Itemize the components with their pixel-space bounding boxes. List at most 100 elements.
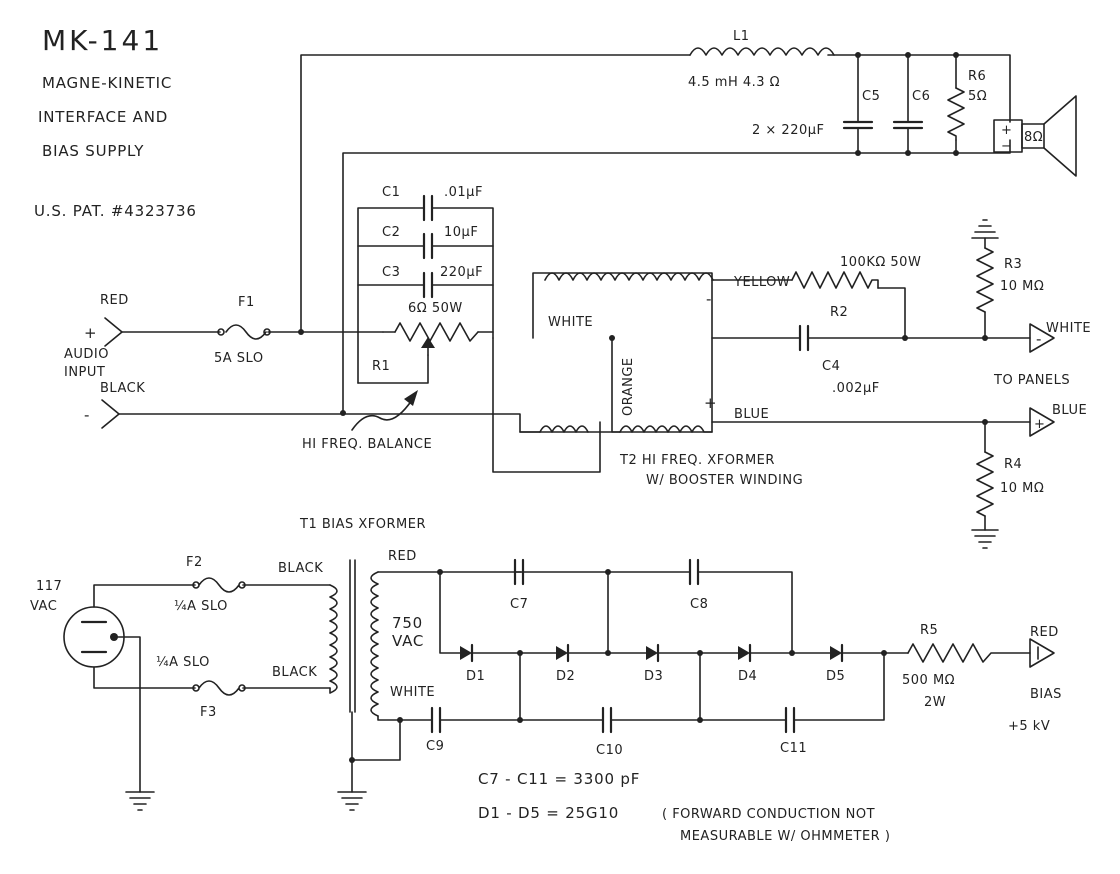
c1-capacitor: [422, 194, 434, 222]
t2-plus: +: [704, 394, 717, 412]
junction-dots-top: [298, 52, 988, 425]
r2-value: 100KΩ 50W: [840, 255, 921, 270]
d2-diode: [556, 643, 570, 663]
r4-value: 10 MΩ: [1000, 481, 1044, 496]
mains-line-2: VAC: [30, 599, 57, 614]
input-black-label: BLACK: [100, 381, 145, 396]
subtitle-line-3: BIAS SUPPLY: [42, 142, 144, 160]
subtitle-line-1: MAGNE-KINETIC: [42, 74, 172, 92]
r3-ground-icon: [971, 219, 999, 239]
r5-power: 2W: [924, 695, 946, 710]
c3-value: 220µF: [440, 265, 483, 280]
d3-name: D3: [644, 669, 663, 684]
patent-number: U.S. PAT. #4323736: [34, 202, 197, 220]
c4-capacitor: [798, 324, 810, 352]
speaker-minus: −: [1001, 139, 1012, 154]
t2-label-line-2: W/ BOOSTER WINDING: [646, 473, 803, 488]
c9-capacitor: [430, 706, 442, 734]
t1-voltage-line-1: 750: [392, 614, 423, 632]
t2-yellow-lead: YELLOW: [733, 275, 790, 290]
c5-capacitor: [842, 120, 874, 130]
d3-diode: [646, 643, 660, 663]
subtitle-line-2: INTERFACE AND: [38, 108, 168, 126]
c7-name: C7: [510, 597, 528, 612]
l1-name: L1: [733, 29, 750, 44]
t1-primary-coil: [329, 584, 338, 694]
f2-name: F2: [186, 555, 203, 570]
c3-capacitor: [422, 271, 434, 299]
d2-name: D2: [556, 669, 575, 684]
t1-secondary-coil: [370, 571, 379, 717]
input-plus: +: [84, 324, 97, 342]
d5-name: D5: [826, 669, 845, 684]
output-white-terminal-icon: [1029, 323, 1055, 353]
c8-name: C8: [690, 597, 708, 612]
input-minus: -: [84, 406, 90, 424]
f2-value: ¼A SLO: [174, 599, 228, 614]
r1-value: 6Ω 50W: [408, 301, 463, 316]
c3-name: C3: [382, 265, 400, 280]
t2-secondary-coil: [619, 425, 713, 433]
output-white-label: WHITE: [1046, 321, 1091, 336]
f3-fuse: [192, 680, 246, 696]
t2-orange-lead: ORANGE: [621, 357, 636, 416]
c6-name: C6: [912, 89, 930, 104]
balance-pointer-icon: [351, 399, 413, 431]
r5-resistor: [907, 643, 1031, 663]
r4-resistor: [976, 451, 994, 517]
note-diode-line-2: MEASURABLE W/ OHMMETER ): [680, 829, 890, 844]
junction-dots-bias: [349, 569, 887, 763]
r3-value: 10 MΩ: [1000, 279, 1044, 294]
r3-resistor: [976, 247, 994, 313]
c4-name: C4: [822, 359, 840, 374]
output-blue-plus: +: [1034, 417, 1045, 432]
input-red-label: RED: [100, 293, 129, 308]
c2-value: 10µF: [444, 225, 478, 240]
bias-voltage: +5 kV: [1008, 719, 1050, 734]
d1-name: D1: [466, 669, 485, 684]
t1-ground-icon: [337, 791, 367, 811]
c11-capacitor: [784, 706, 796, 734]
c10-capacitor: [601, 706, 613, 734]
c5-name: C5: [862, 89, 880, 104]
c1-name: C1: [382, 185, 400, 200]
f1-fuse: [217, 324, 271, 340]
r5-name: R5: [920, 623, 938, 638]
d1-diode: [460, 643, 474, 663]
note-diodes: D1 - D5 = 25G10: [478, 804, 619, 822]
c6-capacitor: [892, 120, 924, 130]
bias-secondary-wiring: [351, 571, 909, 793]
r1-resistor: [394, 322, 479, 342]
f1-value: 5A SLO: [214, 351, 264, 366]
bias-primary-wiring: [93, 584, 331, 793]
t2-booster-coil: [539, 425, 589, 433]
balance-network-wiring: [357, 207, 601, 473]
c7-capacitor: [513, 558, 525, 586]
hf-balance-label: HI FREQ. BALANCE: [302, 437, 432, 452]
t2-minus: -: [706, 290, 712, 308]
r2-name: R2: [830, 305, 848, 320]
t2-white-lead: WHITE: [548, 315, 593, 330]
t1-black-bottom: BLACK: [272, 665, 317, 680]
f3-name: F3: [200, 705, 217, 720]
c1-value: .01µF: [444, 185, 483, 200]
mains-ground-icon: [125, 791, 155, 811]
bias-label: BIAS: [1030, 687, 1062, 702]
to-panels-label: TO PANELS: [993, 373, 1070, 388]
r6-value: 5Ω: [968, 89, 987, 104]
l1-inductor: [689, 47, 835, 56]
t2-blue-lead: BLUE: [734, 407, 769, 422]
r6-resistor: [947, 87, 965, 141]
balance-arrowhead-icon: [404, 390, 418, 406]
c4-value: .002µF: [832, 381, 880, 396]
r1-name: R1: [372, 359, 390, 374]
speaker-impedance: 8Ω: [1024, 130, 1043, 145]
top-wiring: [300, 54, 1011, 414]
r5-value: 500 MΩ: [902, 673, 955, 688]
f2-fuse: [192, 577, 246, 593]
r4-ground-icon: [971, 529, 999, 549]
d4-name: D4: [738, 669, 757, 684]
output-blue-label: BLUE: [1052, 403, 1087, 418]
t1-label: T1 BIAS XFORMER: [299, 517, 426, 532]
